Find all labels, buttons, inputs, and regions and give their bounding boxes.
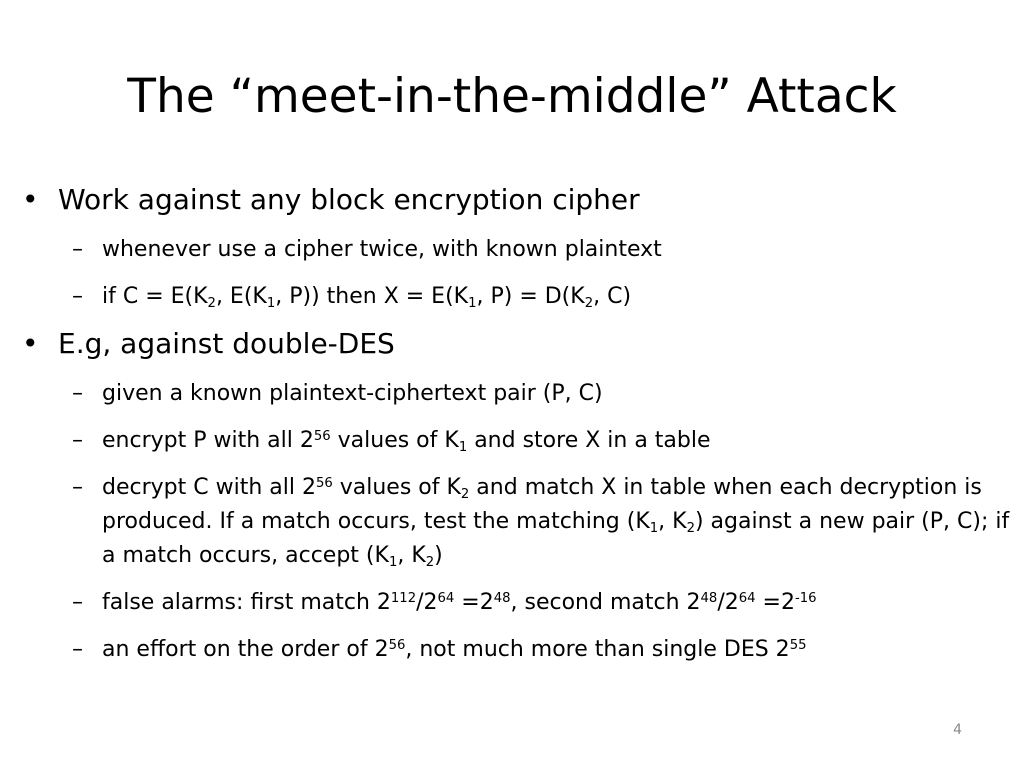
slide-content: • Work against any block encryption ciph… xyxy=(22,180,1012,667)
sub-bullet: decrypt C with all 256 values of K2 and … xyxy=(22,471,1012,573)
sub-bullet: false alarms: first match 2112/264 =248,… xyxy=(22,586,1012,620)
slide-title: The “meet-in-the-middle” Attack xyxy=(127,69,897,124)
text-run: , K xyxy=(658,509,687,534)
sub-bullet-text: an effort on the order of 256, not much … xyxy=(102,637,806,662)
text-run: ) against a new pair (P, C); if a match … xyxy=(102,509,1010,568)
superscript: 55 xyxy=(789,637,807,653)
dash-marker xyxy=(72,471,94,505)
dash-marker xyxy=(72,280,94,314)
text-run: values of K xyxy=(330,428,459,453)
superscript: 48 xyxy=(700,590,718,606)
text-run: =2 xyxy=(454,590,494,615)
text-run: =2 xyxy=(755,590,795,615)
text-run: /2 xyxy=(717,590,739,615)
superscript: 56 xyxy=(315,475,333,491)
bullet-double-des: • E.g, against double-DES xyxy=(22,324,1012,364)
sub-bullet: encrypt P with all 256 values of K1 and … xyxy=(22,424,1012,458)
bullet-dot: • xyxy=(22,327,39,360)
bullet-dot: • xyxy=(22,183,39,216)
text-run: whenever use a cipher twice, with known … xyxy=(102,237,662,262)
text-run: given a known plaintext-ciphertext pair … xyxy=(102,381,603,406)
text-run: , not much more than single DES 2 xyxy=(405,637,790,662)
text-run: decrypt C with all 2 xyxy=(102,475,316,500)
sub-bullet: if C = E(K2, E(K1, P)) then X = E(K1, P)… xyxy=(22,280,1012,314)
subscript: 2 xyxy=(460,486,470,502)
sub-bullet-text: given a known plaintext-ciphertext pair … xyxy=(102,381,603,406)
dash-marker xyxy=(72,633,94,667)
superscript: 64 xyxy=(738,590,756,606)
subscript: 1 xyxy=(266,295,276,311)
subscript: 2 xyxy=(584,295,594,311)
dash-marker xyxy=(72,377,94,411)
text-run: an effort on the order of 2 xyxy=(102,637,389,662)
dash-marker xyxy=(72,233,94,267)
text-run: , second match 2 xyxy=(510,590,701,615)
text-run: /2 xyxy=(416,590,438,615)
superscript: -16 xyxy=(794,590,817,606)
sub-bullet: an effort on the order of 256, not much … xyxy=(22,633,1012,667)
subscript: 1 xyxy=(388,554,398,570)
text-run: and match X in table when each decryptio… xyxy=(102,475,982,534)
text-run: false alarms: first match 2 xyxy=(102,590,391,615)
sub-bullet-text: whenever use a cipher twice, with known … xyxy=(102,237,662,262)
superscript: 56 xyxy=(388,637,406,653)
text-run: and store X in a table xyxy=(467,428,711,453)
text-run: if C = E(K xyxy=(102,284,208,309)
superscript: 56 xyxy=(313,428,331,444)
subscript: 2 xyxy=(207,295,216,311)
page-number: 4 xyxy=(953,722,962,738)
subscript: 1 xyxy=(458,439,468,455)
sub-bullet-text: decrypt C with all 256 values of K2 and … xyxy=(102,475,1010,570)
superscript: 48 xyxy=(493,590,511,606)
sub-bullet-text: if C = E(K2, E(K1, P)) then X = E(K1, P)… xyxy=(102,284,632,311)
subscript: 1 xyxy=(468,295,477,311)
bullet-text: Work against any block encryption cipher xyxy=(58,183,640,216)
dash-marker xyxy=(72,424,94,458)
dash-marker xyxy=(72,586,94,620)
text-run: ) xyxy=(434,543,443,568)
text-run: , P)) then X = E(K xyxy=(275,284,469,309)
sub-bullet: given a known plaintext-ciphertext pair … xyxy=(22,377,1012,411)
text-run: values of K xyxy=(332,475,461,500)
text-run: , E(K xyxy=(215,284,267,309)
subscript: 1 xyxy=(649,520,659,536)
bullet-text: E.g, against double-DES xyxy=(58,327,395,360)
text-run: encrypt P with all 2 xyxy=(102,428,314,453)
text-run: , C) xyxy=(593,284,632,309)
subscript: 2 xyxy=(686,520,695,536)
subscript: 2 xyxy=(425,554,435,570)
sub-bullet-text: encrypt P with all 256 values of K1 and … xyxy=(102,428,711,455)
bullet-work-against-any-cipher: • Work against any block encryption ciph… xyxy=(22,180,1012,220)
text-run: , K xyxy=(397,543,426,568)
sub-bullet: whenever use a cipher twice, with known … xyxy=(22,233,1012,267)
text-run: , P) = D(K xyxy=(476,284,585,309)
sub-bullet-text: false alarms: first match 2112/264 =248,… xyxy=(102,590,817,615)
superscript: 112 xyxy=(390,590,417,606)
superscript: 64 xyxy=(437,590,455,606)
